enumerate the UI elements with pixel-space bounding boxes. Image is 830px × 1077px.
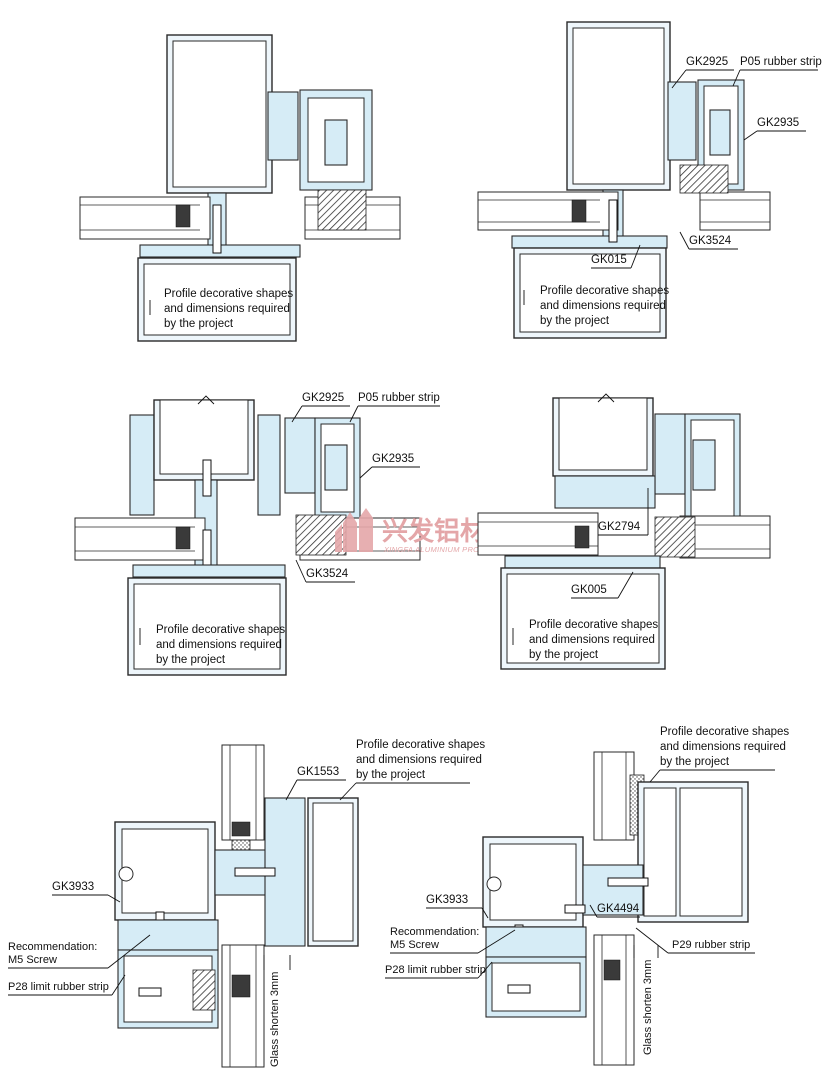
d2-label-4: GK015 bbox=[591, 254, 627, 266]
d5-label-7: P28 limit rubber strip bbox=[8, 981, 109, 993]
glass-panel-bottom bbox=[221, 944, 265, 1068]
section-diagram-1: Profile decorative shapes and dimensions… bbox=[79, 34, 401, 342]
d6-label-3: GK3933 bbox=[426, 894, 468, 906]
glass-panel-bottom bbox=[593, 934, 635, 1066]
d6-label-0: Profile decorative shapes bbox=[660, 726, 789, 738]
brand-logo-icon bbox=[335, 508, 373, 552]
d2-label-6: and dimensions required bbox=[540, 300, 666, 312]
d2-label-1: P05 rubber strip bbox=[740, 56, 822, 68]
d5-label-6: M5 Screw bbox=[8, 954, 57, 966]
d3-label-0: GK2925 bbox=[302, 392, 344, 404]
d1-label-0: Profile decorative shapes bbox=[164, 288, 293, 300]
d1-label-2: by the project bbox=[164, 318, 234, 330]
glass-panel-top bbox=[593, 751, 635, 841]
brand-watermark: 兴发铝材 XINGFA ALUMINIUM PROFILES bbox=[335, 508, 502, 554]
section-diagram-3: GK2925 P05 rubber strip GK2935 GK3524 Pr… bbox=[74, 392, 440, 676]
d4-label-2: Profile decorative shapes bbox=[529, 619, 658, 631]
d6-label-8: P28 limit rubber strip bbox=[385, 964, 486, 976]
insulation-block bbox=[317, 189, 367, 231]
d3-label-6: by the project bbox=[156, 654, 226, 666]
section-diagram-2: GK2925 P05 rubber strip GK2935 GK3524 GK… bbox=[477, 21, 822, 339]
d2-label-5: Profile decorative shapes bbox=[540, 285, 669, 297]
section-diagram-6: Profile decorative shapes and dimensions… bbox=[385, 726, 789, 1066]
d5-label-2: by the project bbox=[356, 769, 426, 781]
d3-label-5: and dimensions required bbox=[156, 639, 282, 651]
section-diagram-5: Profile decorative shapes and dimensions… bbox=[8, 739, 485, 1068]
d2-label-0: GK2925 bbox=[686, 56, 728, 68]
d2-label-7: by the project bbox=[540, 315, 610, 327]
screw-1 bbox=[212, 204, 222, 254]
d3-label-4: Profile decorative shapes bbox=[156, 624, 285, 636]
glass-panel-left bbox=[79, 196, 211, 240]
d3-label-2: GK2935 bbox=[372, 453, 414, 465]
d2-label-2: GK2935 bbox=[757, 117, 799, 129]
d5-label-3: GK1553 bbox=[297, 766, 339, 778]
d5-label-8: Glass shorten 3mm bbox=[269, 972, 281, 1067]
d4-label-0: GK2794 bbox=[598, 521, 641, 533]
d4-label-3: and dimensions required bbox=[529, 634, 655, 646]
sash-lock bbox=[324, 119, 348, 166]
brand-name-en: XINGFA ALUMINIUM PROFILES bbox=[383, 545, 502, 554]
d3-label-1: P05 rubber strip bbox=[358, 392, 440, 404]
d5-label-4: GK3933 bbox=[52, 881, 94, 893]
section-diagram-4: GK2794 GK005 Profile decorative shapes a… bbox=[477, 393, 771, 670]
brand-name-cn: 兴发铝材 bbox=[382, 516, 486, 547]
d6-label-2: by the project bbox=[660, 756, 730, 768]
d6-label-7: P29 rubber strip bbox=[672, 939, 750, 951]
gasket-left bbox=[175, 204, 191, 228]
d6-label-5: Recommendation: bbox=[390, 926, 479, 938]
d5-label-5: Recommendation: bbox=[8, 941, 97, 953]
d4-label-1: GK005 bbox=[571, 584, 607, 596]
d3-label-3: GK3524 bbox=[306, 568, 349, 580]
d5-label-1: and dimensions required bbox=[356, 754, 482, 766]
glass-panel-right bbox=[699, 191, 771, 231]
d4-label-4: by the project bbox=[529, 649, 599, 661]
d2-label-3: GK3524 bbox=[689, 235, 732, 247]
sash-frame bbox=[267, 91, 299, 161]
d1-label-1: and dimensions required bbox=[164, 303, 290, 315]
d6-label-6: M5 Screw bbox=[390, 939, 439, 951]
glass-panel-left bbox=[477, 191, 619, 231]
mullion-tube-inner bbox=[172, 40, 267, 188]
d6-label-4: GK4494 bbox=[597, 903, 640, 915]
d6-label-9: Glass shorten 3mm bbox=[642, 960, 654, 1055]
d5-label-0: Profile decorative shapes bbox=[356, 739, 485, 751]
d6-label-1: and dimensions required bbox=[660, 741, 786, 753]
